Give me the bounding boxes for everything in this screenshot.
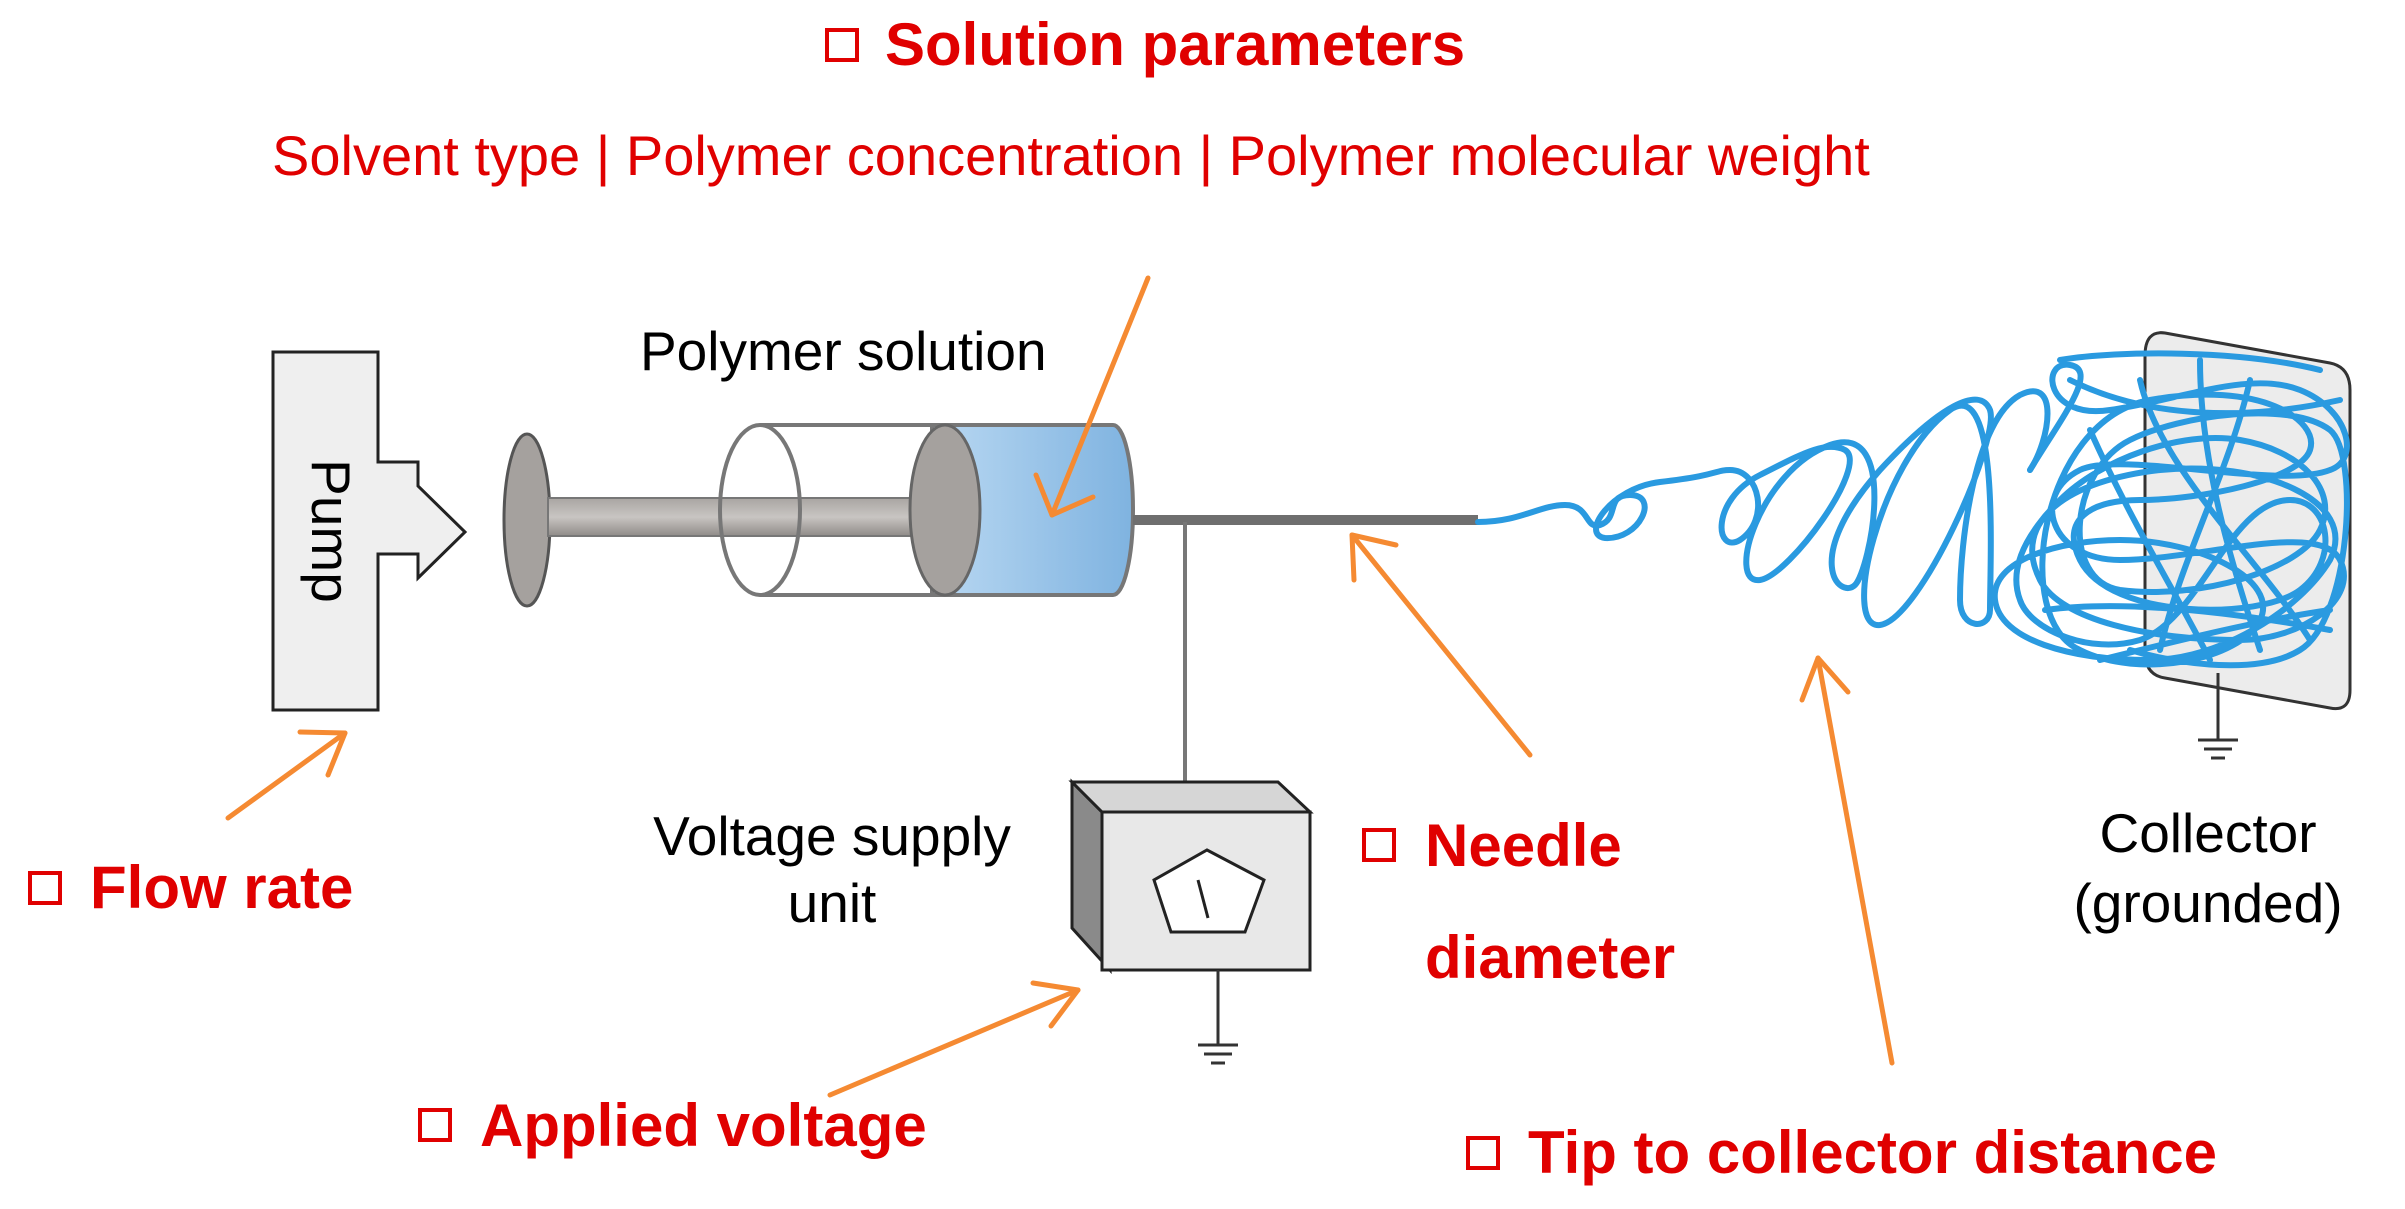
needle — [1133, 515, 1478, 525]
needle-text-line2: diameter — [1425, 924, 1675, 991]
barrel-end — [718, 423, 802, 597]
tip-distance-text: Tip to collector distance — [1528, 1119, 2217, 1186]
syringe: Polymer solution — [502, 320, 1478, 608]
meter-dial-icon — [1152, 848, 1266, 934]
solution-parameters-heading: Solution parameters — [825, 11, 1465, 78]
tip-distance-label: Tip to collector distance — [1466, 1119, 2217, 1186]
collector-label-line2: (grounded) — [2073, 872, 2342, 934]
plunger-rod — [547, 497, 929, 537]
pump-body — [271, 350, 468, 712]
polymer-solution-label: Polymer solution — [640, 320, 1047, 382]
collector-ground-icon — [2198, 673, 2238, 760]
solution-parameters-details: Solvent type | Polymer concentration | P… — [272, 124, 1870, 187]
voltage-supply-label-line2: unit — [788, 872, 877, 934]
applied-voltage-arrow — [827, 980, 1081, 1098]
applied-voltage-text: Applied voltage — [480, 1092, 927, 1159]
needle-text-line1: Needle — [1425, 812, 1622, 879]
applied-voltage-label: Applied voltage — [418, 1092, 927, 1159]
collector-label-line1: Collector — [2099, 802, 2316, 864]
plunger-seal — [908, 423, 982, 597]
polymer-solution — [930, 423, 1135, 597]
polymer-jet — [1475, 388, 2051, 628]
checkbox-icon — [1466, 1136, 1500, 1170]
checkbox-icon — [1362, 828, 1396, 862]
needle-arrow — [1349, 532, 1533, 758]
flow-rate-text: Flow rate — [90, 854, 353, 921]
fiber-mat — [1991, 361, 2350, 669]
ground-icon — [1198, 970, 1238, 1065]
needle-diameter-label: Needle diameter — [1362, 812, 1675, 991]
plunger-thumb — [502, 432, 552, 608]
pump-label: Pump — [300, 459, 362, 603]
checkbox-icon — [825, 28, 859, 62]
tip-distance-arrow — [1799, 655, 1895, 1066]
checkbox-icon — [418, 1108, 452, 1142]
flow-rate-arrow — [225, 729, 348, 821]
solution-parameters-title: Solution parameters — [885, 11, 1465, 78]
solution-arrow — [1033, 275, 1151, 518]
flow-rate-label: Flow rate — [28, 854, 353, 921]
checkbox-icon — [28, 871, 62, 905]
voltage-supply-label-line1: Voltage supply — [653, 805, 1011, 867]
pump: Pump — [271, 350, 468, 712]
voltage-supply-unit: Voltage supply unit — [653, 522, 1314, 1065]
